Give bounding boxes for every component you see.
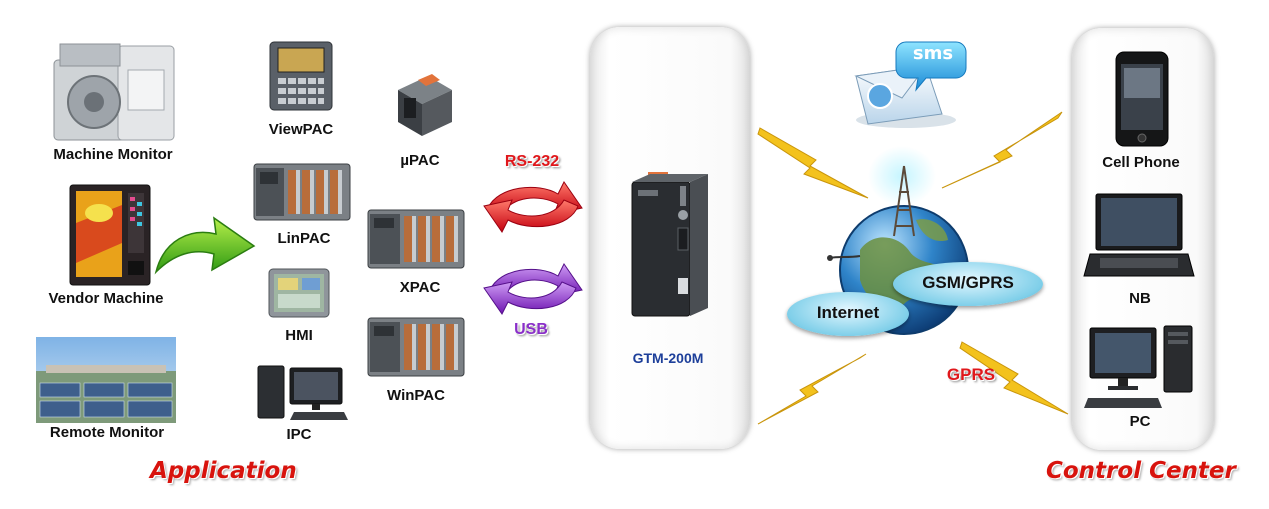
pc-image: [1084, 325, 1193, 408]
linpac-label: LinPAC: [277, 230, 331, 247]
ipc-image: [257, 365, 348, 420]
hmi-image: [268, 268, 330, 318]
viewpac-label: ViewPAC: [268, 121, 334, 138]
sms-label: sms: [912, 43, 954, 64]
rs232-label: RS-232: [504, 153, 560, 170]
vendor-machine-label: Vendor Machine: [48, 290, 164, 307]
lightning-bolt-icon: [757, 353, 867, 425]
remote-monitor-label: Remote Monitor: [49, 424, 165, 441]
gsm-gprs-cloud: [893, 262, 1043, 306]
upac-label: µPAC: [400, 152, 440, 169]
upac-image: [398, 74, 452, 136]
xpac-image: [367, 209, 465, 269]
lightning-bolt-icon: [941, 111, 1063, 189]
vendor-machine-image: [69, 184, 151, 286]
internet-cloud: [787, 292, 909, 336]
lightning-bolt-icon: [959, 341, 1069, 415]
gprs-label: GPRS: [946, 365, 996, 384]
control-center-section-title: Control Center: [1046, 458, 1236, 484]
ipc-label: IPC: [286, 426, 312, 443]
hmi-label: HMI: [285, 327, 313, 344]
cell-phone-image: [1115, 51, 1169, 147]
cell-phone-label: Cell Phone: [1102, 154, 1180, 171]
xpac-label: XPAC: [399, 279, 441, 296]
machine-monitor-label: Machine Monitor: [53, 146, 173, 163]
green-arrow-icon: [154, 216, 256, 275]
gsm-gprs-label: GSM/GPRS: [922, 273, 1014, 292]
rs232-arrow-icon: [483, 181, 583, 233]
winpac-image: [367, 317, 465, 377]
winpac-label: WinPAC: [387, 387, 445, 404]
internet-label: Internet: [816, 303, 880, 322]
remote-monitor-image: [36, 337, 176, 423]
gateway-name-label: GTM-200M: [632, 350, 704, 366]
sms-envelope-icon: [854, 41, 967, 128]
nb-label: NB: [1129, 290, 1151, 307]
lightning-bolt-icon: [757, 127, 869, 199]
notebook-image: [1083, 193, 1195, 277]
application-section-title: Application: [150, 458, 297, 484]
linpac-image: [253, 163, 351, 221]
viewpac-image: [269, 41, 333, 111]
machine-monitor-image: [53, 43, 175, 141]
usb-label: USB: [514, 321, 548, 338]
gtm-200m-device-image: [631, 172, 708, 317]
pc-label: PC: [1129, 413, 1151, 430]
usb-arrow-icon: [483, 263, 583, 315]
